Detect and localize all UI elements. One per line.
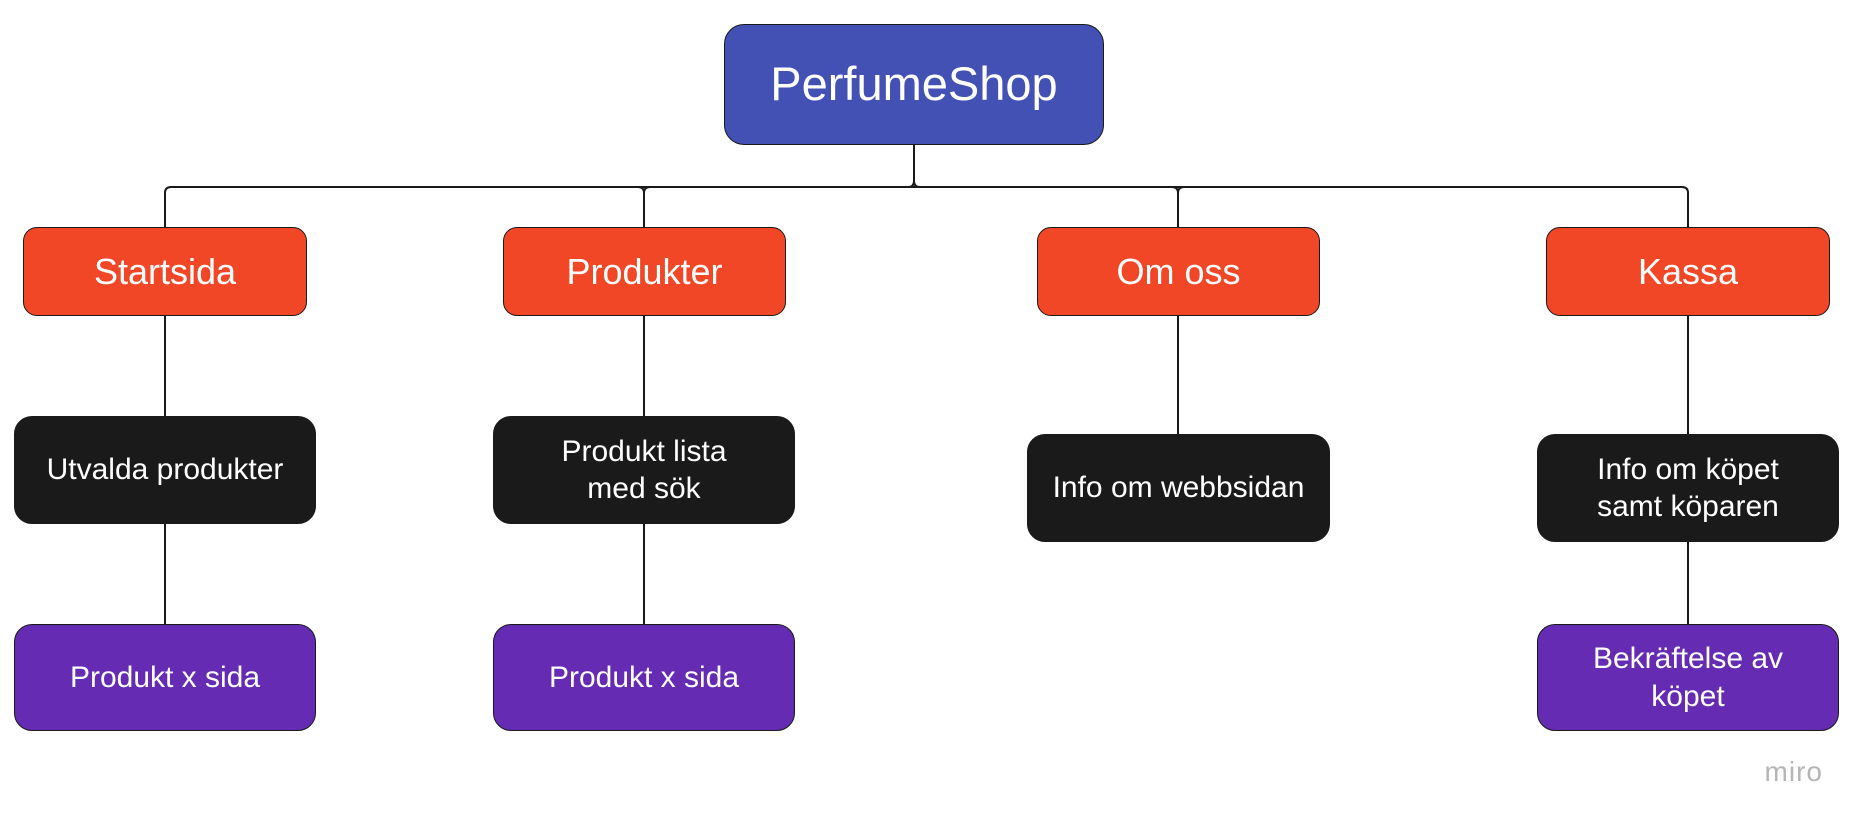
node-root-label: PerfumeShop [770,57,1058,111]
node-om-oss[interactable]: Om oss [1037,227,1320,316]
node-produkt-x-sida-2[interactable]: Produkt x sida [493,624,795,731]
node-utvalda-produkter[interactable]: Utvalda produkter [14,416,316,524]
connector-bus-produkter-left [637,186,645,194]
node-produkt-x-sida-1[interactable]: Produkt x sida [14,624,316,731]
connector-root-down [913,145,921,188]
node-info-kopet[interactable]: Info om köpet samt köparen [1537,434,1839,542]
node-produkt-lista-label: Produkt lista med sök [561,434,727,506]
node-info-webbsidan-label: Info om webbsidan [1052,471,1305,505]
node-produkter-label: Produkter [566,251,723,292]
node-bekraftelse[interactable]: Bekräftelse av köpet [1537,624,1839,731]
node-kassa-label: Kassa [1637,251,1739,292]
miro-watermark: miro [1764,756,1823,787]
node-utvalda-produkter-label: Utvalda produkter [46,453,284,487]
node-produkt-x-sida-2-label: Produkt x sida [548,660,740,694]
node-info-webbsidan[interactable]: Info om webbsidan [1027,434,1330,542]
connector-bus-om-oss-right [1177,186,1185,194]
node-kassa[interactable]: Kassa [1546,227,1830,316]
node-produkt-lista[interactable]: Produkt lista med sök [493,416,795,524]
node-produkt-x-sida-1-label: Produkt x sida [69,660,261,694]
node-om-oss-label: Om oss [1116,251,1241,292]
connector-bus-startsida [164,186,172,227]
node-root[interactable]: PerfumeShop [724,24,1104,145]
node-bekraftelse-label: Bekräftelse av köpet [1592,642,1784,713]
node-startsida-label: Startsida [93,251,237,292]
node-startsida[interactable]: Startsida [23,227,307,316]
node-info-kopet-label: Info om köpet samt köparen [1597,452,1779,524]
connector-bus-kassa [1681,186,1689,227]
node-produkter[interactable]: Produkter [503,227,786,316]
